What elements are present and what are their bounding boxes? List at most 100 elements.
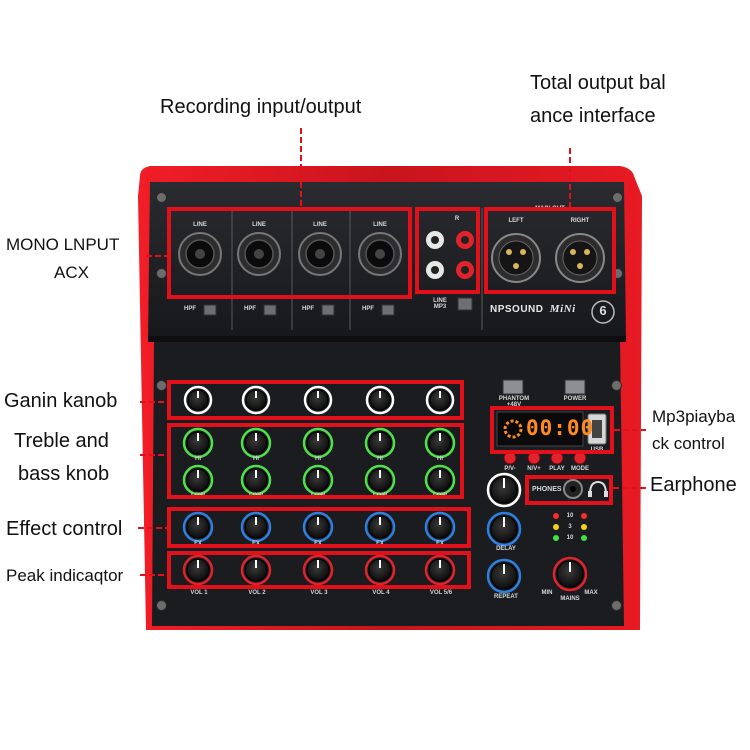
low-knob-1[interactable]	[182, 464, 214, 496]
meter-label-bottom: 10	[566, 535, 574, 541]
low-knob-3[interactable]	[302, 464, 334, 496]
highlight-main-outputs	[484, 207, 616, 294]
hpf-button-1[interactable]	[203, 304, 217, 316]
fx-knob-2[interactable]	[240, 511, 272, 543]
hi-knob-5[interactable]	[424, 427, 456, 459]
xlr-main-out-right[interactable]	[555, 233, 605, 283]
mp3-mode-label: MODE	[571, 466, 589, 472]
hpf-button-2[interactable]	[263, 304, 277, 316]
low-knob-5[interactable]	[424, 464, 456, 496]
mp3-next-label: N/V+	[527, 466, 541, 472]
callout-earphone: Earphone	[650, 474, 737, 496]
rca-jack-white-bottom[interactable]	[426, 261, 444, 279]
screw	[156, 268, 167, 279]
model-number-badge	[591, 300, 615, 324]
hi-knob-1[interactable]	[182, 427, 214, 459]
highlight-rca-inputs	[415, 207, 480, 294]
highlight-mp3-control	[490, 406, 614, 454]
hpf-label-2: HPF	[244, 306, 256, 312]
hi-label-2: HI	[253, 456, 259, 462]
mains-left-label: LEFT	[508, 218, 524, 224]
callout-mono-1: MONO LNPUT	[6, 235, 120, 254]
highlight-fx-knobs	[167, 507, 471, 548]
model-number: 6	[599, 303, 607, 318]
gain-knob-2[interactable]	[241, 385, 271, 415]
screw	[156, 192, 167, 203]
rca-jack-red-bottom[interactable]	[456, 261, 474, 279]
low-knob-2[interactable]	[240, 464, 272, 496]
model-name: MiNi	[549, 303, 576, 315]
callout-total-output-2: ance interface	[530, 105, 656, 127]
level-meter	[553, 513, 587, 541]
mains-knob[interactable]	[552, 556, 588, 592]
gain-knob-3[interactable]	[303, 385, 333, 415]
power-label: POWER	[563, 396, 587, 402]
callout-treble-2: bass knob	[18, 463, 110, 485]
meter-label-top: 10	[566, 513, 574, 519]
fx-knob-5[interactable]	[424, 511, 456, 543]
fx-knob-4[interactable]	[364, 511, 396, 543]
hi-knob-3[interactable]	[302, 427, 334, 459]
vol-knob-5[interactable]	[424, 554, 456, 586]
line-label-4: LINE	[373, 222, 387, 228]
line-mp3-button[interactable]	[457, 297, 473, 311]
highlight-vol-knobs	[167, 551, 471, 589]
hpf-button-3[interactable]	[321, 304, 335, 316]
gain-knob-5[interactable]	[425, 385, 455, 415]
callout-peak: Peak indicaqtor	[6, 566, 124, 585]
vol-knob-4[interactable]	[364, 554, 396, 586]
mp3-display	[496, 411, 584, 447]
vol-label-4: VOL 4	[372, 590, 390, 596]
vol-knob-3[interactable]	[302, 554, 334, 586]
callout-recording: Recording input/output	[160, 96, 362, 118]
hi-label-4: HI	[377, 456, 383, 462]
hpf-label-3: HPF	[302, 306, 314, 312]
screw	[611, 600, 622, 611]
fx-knob-1[interactable]	[182, 511, 214, 543]
vol-knob-2[interactable]	[240, 554, 272, 586]
mains-max-label: MAX	[584, 590, 598, 596]
rca-jack-red-top[interactable]	[456, 231, 474, 249]
callout-gain: Ganin kanob	[4, 390, 118, 412]
xlr-main-out-left[interactable]	[491, 233, 541, 283]
hpf-button-4[interactable]	[381, 304, 395, 316]
mains-min-label: MIN	[541, 590, 553, 596]
vol-label-3: VOL 3	[310, 590, 328, 596]
rca-jack-white-top[interactable]	[426, 231, 444, 249]
callout-total-output-1: Total output bal	[530, 72, 666, 94]
phantom-switch[interactable]	[502, 379, 524, 395]
combo-jack-1[interactable]	[178, 232, 222, 276]
mains-label: MAINS	[560, 596, 580, 602]
echo-knob[interactable]	[486, 472, 522, 508]
fx-knob-3[interactable]	[302, 511, 334, 543]
low-knob-4[interactable]	[364, 464, 396, 496]
callout-mp3-1: Mp3piayba	[652, 407, 736, 426]
hi-knob-2[interactable]	[240, 427, 272, 459]
combo-jack-4[interactable]	[358, 232, 402, 276]
gain-knob-4[interactable]	[365, 385, 395, 415]
combo-jack-2[interactable]	[237, 232, 281, 276]
brand-logo: NPSOUND MiNi	[490, 303, 576, 315]
callout-mp3-2: ck control	[652, 434, 725, 453]
vol-label-1: VOL 1	[190, 590, 208, 596]
screw	[611, 380, 622, 391]
highlight-recording-inputs	[167, 207, 412, 299]
combo-jack-3[interactable]	[298, 232, 342, 276]
display-spinner-icon	[503, 419, 523, 439]
power-switch[interactable]	[564, 379, 586, 395]
vol-knob-1[interactable]	[182, 554, 214, 586]
phones-label: PHONES	[532, 486, 562, 493]
line-label-1: LINE	[193, 222, 207, 228]
delay-knob[interactable]	[486, 511, 522, 547]
hi-knob-4[interactable]	[364, 427, 396, 459]
rca-right-label: R	[454, 216, 460, 222]
gain-knob-1[interactable]	[183, 385, 213, 415]
line-mp3-label: LINE MP3	[433, 298, 447, 310]
delay-label: DELAY	[496, 546, 516, 552]
repeat-knob[interactable]	[486, 558, 522, 594]
hpf-label-1: HPF	[184, 306, 196, 312]
